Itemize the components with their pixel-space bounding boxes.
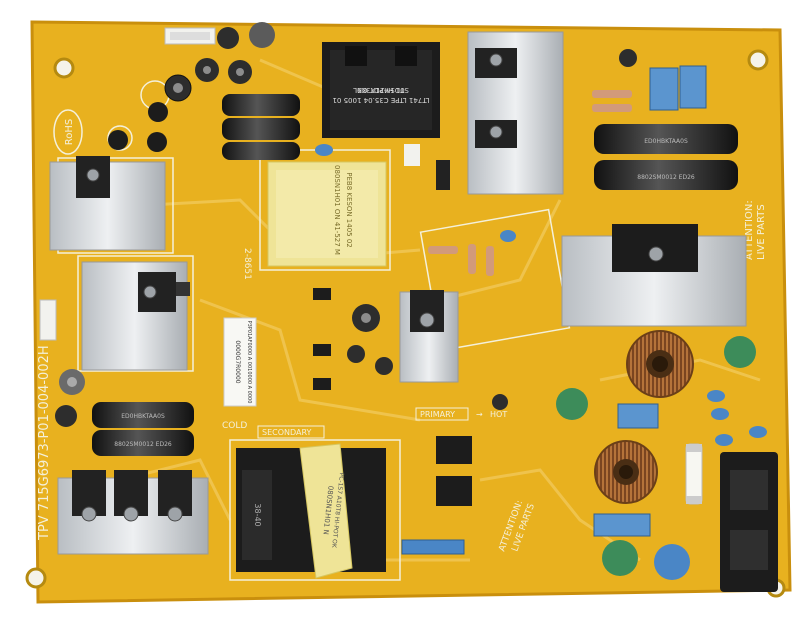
svg-text:ED0HBKTAA0S: ED0HBKTAA0S xyxy=(121,413,165,420)
svg-text:COLD: COLD xyxy=(222,421,247,431)
svg-text:8802SM0012 ED26: 8802SM0012 ED26 xyxy=(637,174,695,181)
svg-text:080SN1H01 ON 41-527 M: 080SN1H01 ON 41-527 M xyxy=(333,165,341,255)
power-transistors xyxy=(436,394,508,506)
x-capacitors xyxy=(593,390,767,537)
svg-text:8802SM0012 ED26: 8802SM0012 ED26 xyxy=(114,441,172,448)
heatsink-middle xyxy=(399,290,459,383)
svg-text:P3P01AF0000 A 0010000 A 0000: P3P01AF0000 A 0010000 A 0000 xyxy=(246,321,252,404)
heatsink-label: 2-8651 xyxy=(242,248,252,280)
heatsink-top xyxy=(467,31,564,195)
rohs-mark: RoHS xyxy=(53,109,83,155)
board-part-number: TPV 715G6973-P01-004-002H xyxy=(37,345,52,541)
top-connector xyxy=(164,27,216,45)
heatsink-bottom-left xyxy=(57,470,209,555)
svg-text:SECONDARY: SECONDARY xyxy=(262,428,312,437)
film-capacitors-top-right xyxy=(592,49,707,112)
svg-text:01 HI-POT OK: 01 HI-POT OK xyxy=(357,86,405,94)
heatsink-left-mid xyxy=(81,261,190,371)
svg-text:ATTENTION:: ATTENTION: xyxy=(744,200,755,260)
svg-text:0000G7R0000: 0000G7R0000 xyxy=(234,340,241,383)
svg-text:LT741 LTPE C35.04 1005 01: LT741 LTPE C35.04 1005 01 xyxy=(333,96,430,104)
yellow-transformer: 080SN1H01 ON 41-527 M PEB8 KESON 1405 02 xyxy=(267,161,387,267)
svg-text:PRIMARY: PRIMARY xyxy=(420,410,455,419)
attention-top: ATTENTION: LIVE PARTS xyxy=(744,200,767,260)
common-mode-choke-upper xyxy=(626,330,694,398)
side-connector xyxy=(39,299,57,341)
thermistors xyxy=(556,336,756,580)
small-capacitors-top-left xyxy=(108,22,275,152)
svg-text:→: → xyxy=(476,410,483,419)
svg-text:LIVE PARTS: LIVE PARTS xyxy=(756,204,767,260)
pcb-board-edge xyxy=(30,20,792,604)
electrolytic-capacitors-left: ED0HBKTAA0S 8802SM0012 ED26 xyxy=(55,369,194,456)
top-transformer: STDSM21X3K9L 01 HI-POT OK LT741 LTPE C35… xyxy=(322,42,440,138)
electrolytic-capacitors-top-left xyxy=(222,94,300,160)
svg-text:STDSM21X3K9L: STDSM21X3K9L xyxy=(353,86,409,94)
fuse xyxy=(685,443,703,505)
main-transformer: 38-40 080SN1H01 N PC-1S7 A10T8 HI-POT OK xyxy=(236,443,386,579)
svg-text:RoHS: RoHS xyxy=(64,119,75,145)
barcode-sticker: 0000G7R0000 P3P01AF0000 A 0010000 A 0000 xyxy=(223,317,257,407)
ac-input-connector xyxy=(720,452,778,592)
heatsink-right xyxy=(561,224,747,327)
svg-text:38-40: 38-40 xyxy=(253,503,262,526)
mid-components xyxy=(313,144,516,390)
blue-film-cap-bottom xyxy=(401,539,465,555)
svg-text:HOT: HOT xyxy=(490,410,507,419)
common-mode-choke-lower xyxy=(594,440,658,504)
heatsink-left-top xyxy=(49,156,166,251)
bulk-capacitors: ED0HBKTAA0S 8802SM0012 ED26 xyxy=(594,124,738,190)
isolation-labels: COLD SECONDARY PRIMARY → HOT xyxy=(222,407,507,439)
svg-text:ED0HBKTAA0S: ED0HBKTAA0S xyxy=(644,138,688,145)
svg-text:PEB8 KESON 1405 02: PEB8 KESON 1405 02 xyxy=(345,172,353,248)
